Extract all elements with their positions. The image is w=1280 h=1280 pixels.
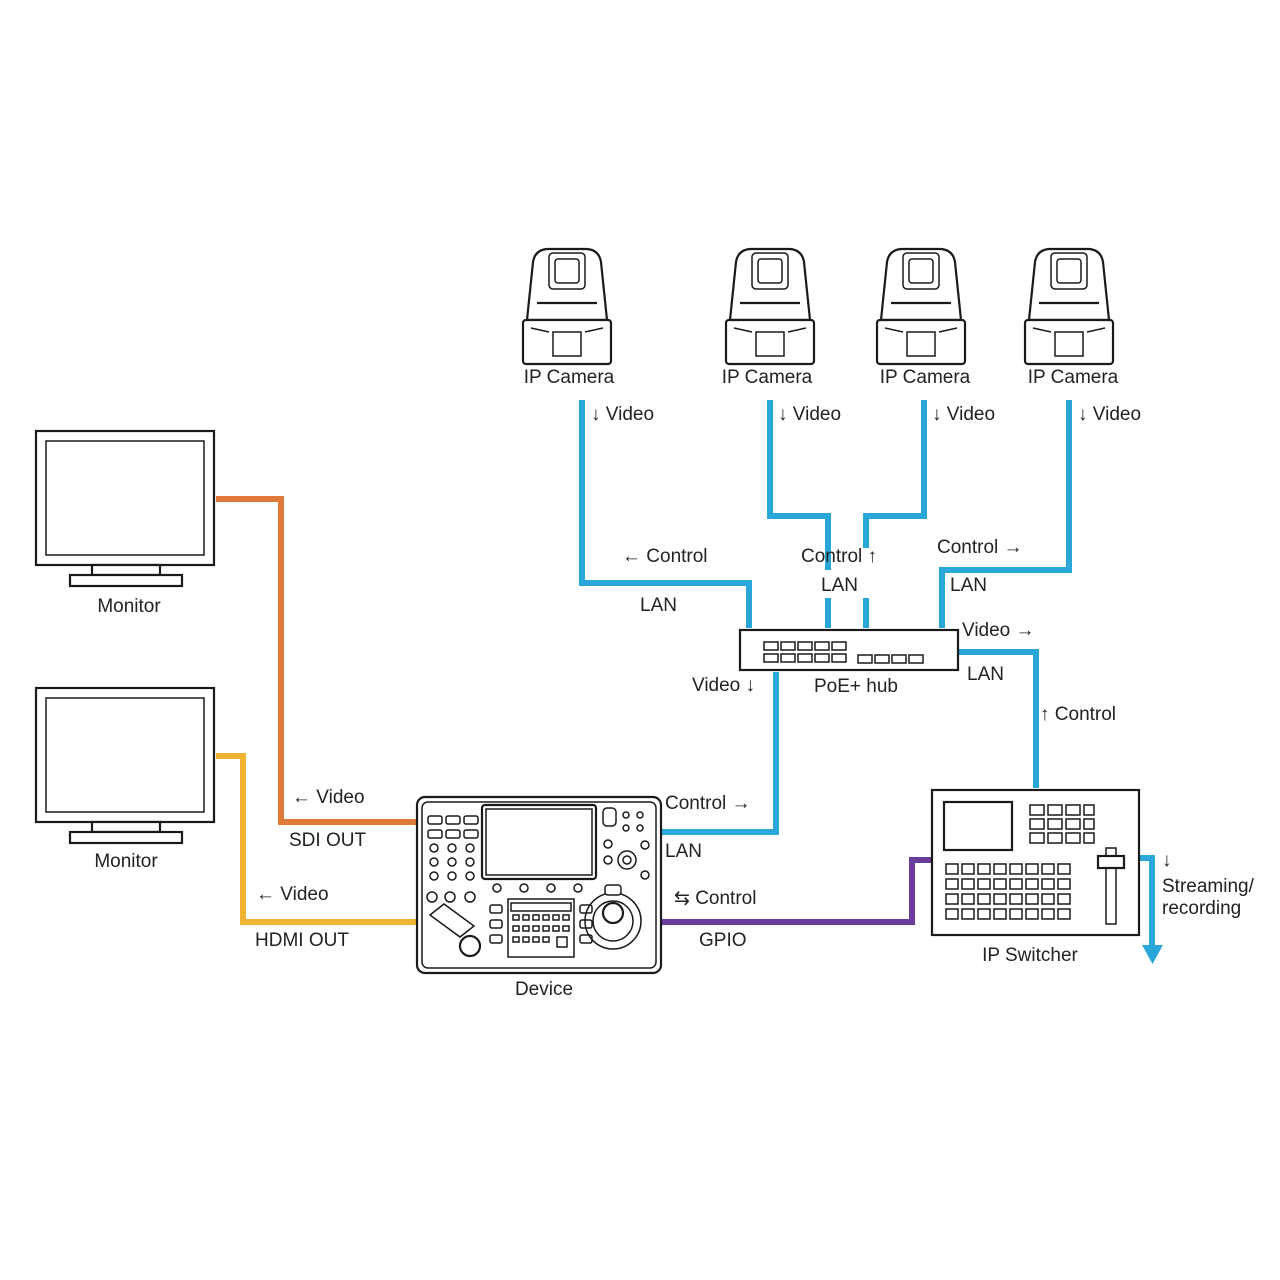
device-knobs <box>426 883 583 903</box>
gpio-wire <box>660 857 934 925</box>
connection-labels: ↓ Video ↓ Video ↓ Video ↓ Video ← Contro… <box>255 404 1255 951</box>
controller-device <box>415 795 663 975</box>
camera1-label: IP Camera <box>524 367 615 388</box>
cam23-lan-label: LAN <box>821 575 858 596</box>
hdmi-wire <box>216 753 418 925</box>
streaming-arrow-head <box>1142 945 1163 964</box>
cam1-lan-label: LAN <box>640 595 677 616</box>
hdmi-video-label: ← Video <box>256 884 329 905</box>
sdi-video-label: ← Video <box>292 787 365 808</box>
cam23-control-label: Control ↑ <box>801 546 877 567</box>
switcher-control-label: ↑ Control <box>1040 704 1116 725</box>
cam4-video-label: ↓ Video <box>1078 404 1141 425</box>
poe-hub <box>738 628 960 672</box>
lan-wire-camera4 <box>939 400 1072 628</box>
lan-wires <box>579 400 1072 835</box>
hub-video-out-label: Video → <box>962 620 1035 641</box>
hub-label: PoE+ hub <box>814 676 898 697</box>
sdi-out-label: SDI OUT <box>289 830 366 851</box>
cam3-video-label: ↓ Video <box>932 404 995 425</box>
cam4-control-label: Control → <box>937 537 1023 558</box>
lan-wire-device <box>660 672 779 835</box>
ip-camera-1 <box>521 247 613 366</box>
device-tbar <box>428 903 482 958</box>
streaming-arrow-line <box>1138 855 1155 948</box>
device-left-buttons <box>427 815 479 881</box>
gpio-label: GPIO <box>699 930 747 951</box>
hub-ports-poe <box>763 641 847 663</box>
ip-camera-2 <box>724 247 816 366</box>
cam1-control-label: ← Control <box>622 546 708 567</box>
device-lan-label: LAN <box>665 841 702 862</box>
ip-switcher <box>930 788 1141 937</box>
lan-wire-camera1 <box>579 400 752 628</box>
device-label: Device <box>515 979 573 1000</box>
switcher-fader <box>1096 847 1126 925</box>
switcher-label: IP Switcher <box>982 945 1078 966</box>
device-joystick <box>584 884 642 950</box>
monitor1-label: Monitor <box>97 596 161 617</box>
camera4-label: IP Camera <box>1028 367 1119 388</box>
gpio-control-label: ⇆ Control <box>674 888 756 909</box>
stream-label-line1: Streaming/ <box>1162 876 1255 897</box>
streaming-arrow <box>1138 855 1163 964</box>
device-right-controls <box>602 807 650 880</box>
hub-lan-out-label: LAN <box>967 664 1004 685</box>
hub-ports <box>857 654 924 664</box>
camera3-label: IP Camera <box>880 367 971 388</box>
lan-wire-switcher <box>958 649 1039 788</box>
hub-video-down-label: Video ↓ <box>692 675 755 696</box>
lan-wire-camera2 <box>767 400 831 570</box>
camera2-label: IP Camera <box>722 367 813 388</box>
switcher-button-grid <box>945 863 1071 920</box>
sdi-wire <box>216 496 418 825</box>
monitor2-label: Monitor <box>94 851 158 872</box>
device-labels: IP Camera IP Camera IP Camera IP Camera … <box>94 367 1118 1000</box>
monitor-1 <box>34 429 216 588</box>
switcher-top-buttons <box>1029 804 1095 844</box>
monitor-2 <box>34 686 216 845</box>
cam1-video-label: ↓ Video <box>591 404 654 425</box>
ip-camera-3 <box>875 247 967 366</box>
cam4-lan-label: LAN <box>950 575 987 596</box>
hdmi-out-label: HDMI OUT <box>255 930 349 951</box>
cam2-video-label: ↓ Video <box>778 404 841 425</box>
stream-arrow-label: ↓ <box>1162 850 1172 871</box>
lan-wire-camera3 <box>863 400 927 548</box>
stream-label-line2: recording <box>1162 898 1241 919</box>
ip-camera-4 <box>1023 247 1115 366</box>
device-control-label: Control → <box>665 793 751 814</box>
